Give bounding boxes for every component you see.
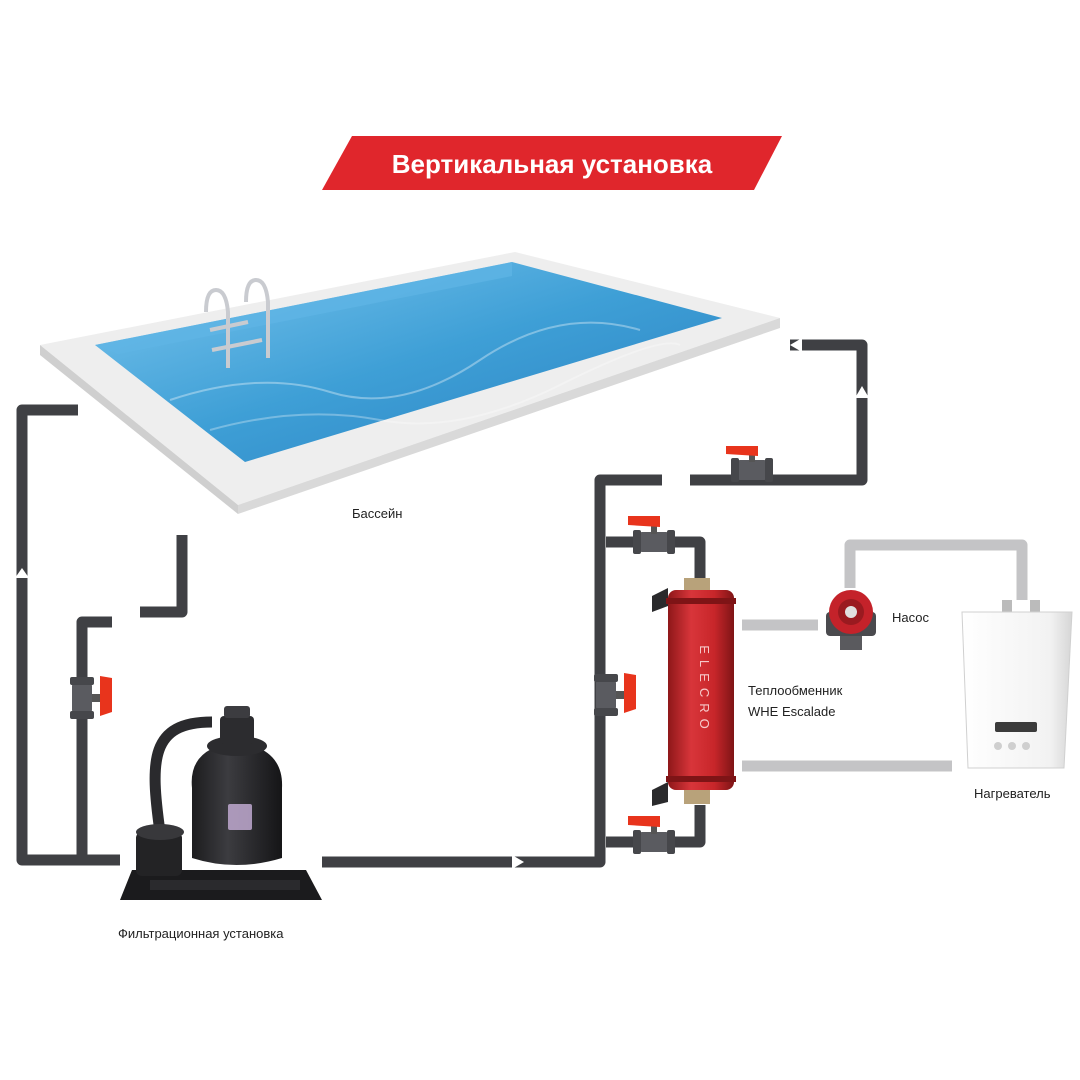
ball-valve-icon xyxy=(70,676,112,719)
pool-label: Бассейн xyxy=(352,506,402,521)
pool-outlet-pipe xyxy=(140,535,188,618)
left-return-pipe xyxy=(16,404,120,866)
flow-arrow-icon xyxy=(15,568,29,578)
ball-valve-icon xyxy=(594,673,636,716)
heating-pump-pipe xyxy=(844,539,1028,600)
sand-filter-icon xyxy=(120,706,322,900)
gas-boiler-icon xyxy=(961,600,1073,769)
heater-label: Нагреватель xyxy=(974,786,1051,801)
exchanger-label-line2: WHE Escalade xyxy=(748,704,835,719)
flow-arrow-icon xyxy=(512,855,524,869)
flow-arrows xyxy=(15,338,869,869)
flow-arrow-icon xyxy=(855,386,869,398)
heat-exchanger-icon: ELECRO xyxy=(652,578,736,806)
filter-inlet-pipe xyxy=(76,616,112,860)
filter-outlet-pipe xyxy=(322,474,662,868)
pipe-network xyxy=(16,339,1028,868)
pump-label: Насос xyxy=(892,610,929,625)
page-title: Вертикальная установка xyxy=(392,149,713,179)
exchanger-label-line1: Теплообменник xyxy=(748,683,843,698)
ball-valve-icon xyxy=(628,516,675,554)
swimming-pool-icon xyxy=(40,252,780,514)
flow-arrow-icon xyxy=(790,338,802,352)
ball-valve-icon xyxy=(628,816,675,854)
exchanger-brand: ELECRO xyxy=(697,645,712,734)
return-to-pool-pipe xyxy=(690,339,868,486)
ball-valve-icon xyxy=(726,446,773,482)
circulation-pump-icon xyxy=(826,590,876,650)
pool-ladder-icon xyxy=(204,277,270,368)
title-banner: Вертикальная установка xyxy=(322,136,782,190)
filter-label: Фильтрационная установка xyxy=(118,926,284,941)
